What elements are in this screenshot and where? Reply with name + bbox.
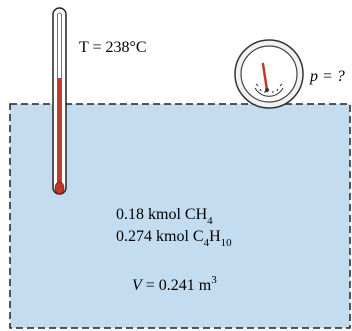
volume-label: V = 0.241 m3	[132, 274, 217, 294]
pressure-gauge-icon	[234, 39, 304, 109]
thermometer-mercury	[57, 78, 62, 184]
temperature-label: T = 238°C	[79, 39, 147, 56]
thermometer-icon	[52, 7, 67, 195]
pressure-label: p = ?	[309, 68, 345, 85]
gauge-needle	[261, 62, 269, 92]
species-butane: 0.274 kmol C4H10	[116, 228, 232, 249]
species-methane: 0.18 kmol CH4	[116, 206, 213, 227]
